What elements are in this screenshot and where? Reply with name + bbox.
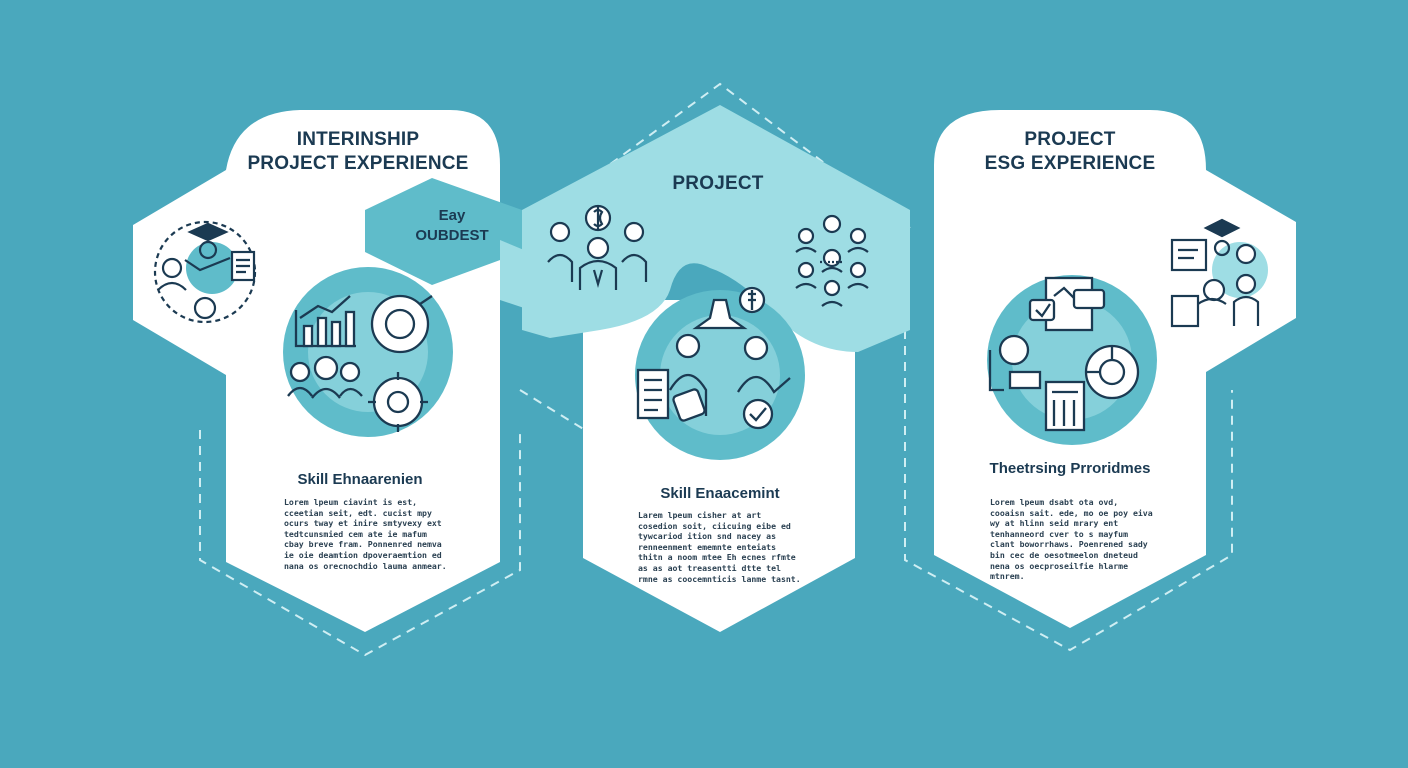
money-team-icon bbox=[547, 204, 648, 290]
panel-right-title-line1: PROJECT bbox=[1024, 129, 1116, 150]
connector-ribbon bbox=[365, 178, 522, 285]
people-network-icon bbox=[795, 214, 869, 307]
panel-right-heading: Theetrsing Prroridmes bbox=[989, 460, 1151, 477]
panel-right-title: PROJECT ESG EXPERIENCE bbox=[950, 128, 1190, 176]
esg-analysis-icon bbox=[988, 276, 1140, 432]
panel-left-body: Lorem lpeum ciavint is est, cceetian sei… bbox=[284, 497, 447, 571]
panel-left-title-line2: PROJECT EXPERIENCE bbox=[247, 153, 469, 174]
panel-left-title: INTERINSHIP PROJECT EXPERIENCE bbox=[240, 128, 476, 176]
panel-left-title-line1: INTERINSHIP bbox=[296, 129, 420, 150]
graduate-laptop-icon bbox=[1170, 218, 1268, 328]
panel-left-heading: Skill Ehnaarenien bbox=[297, 471, 423, 488]
panel-center-heading: Skill Enaacemint bbox=[660, 485, 780, 502]
panel-right-title-line2: ESG EXPERIENCE bbox=[984, 153, 1156, 174]
connector-tag: Eay OUBDEST bbox=[392, 206, 512, 246]
skill-growth-icon bbox=[287, 294, 433, 432]
mentoring-icon bbox=[636, 286, 791, 430]
panel-center-body: Larem lpeum cisher at art cosedion soit,… bbox=[638, 510, 801, 584]
panel-right-body: Lorem lpeum dsabt ota ovd, cooaisn sait.… bbox=[990, 497, 1153, 582]
connector-ribbon-shadow bbox=[500, 240, 560, 320]
panel-center-title: PROJECT bbox=[672, 173, 764, 194]
graduate-network-icon bbox=[153, 220, 257, 324]
connector-tag-line2: OUBDEST bbox=[415, 227, 489, 244]
connector-tag-line1: Eay bbox=[438, 207, 466, 224]
center-hex-band bbox=[522, 105, 910, 352]
